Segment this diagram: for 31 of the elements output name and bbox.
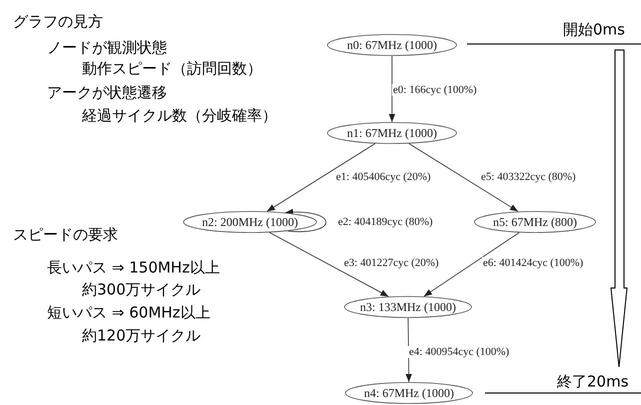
arrow xyxy=(408,143,518,212)
note-text: 短いパス ⇒ 60MHz以上 xyxy=(47,304,210,322)
state-ellipse: n2: 200MHz (1000) xyxy=(183,211,317,233)
note-text: 経過サイクル数（分岐確率） xyxy=(82,106,277,126)
edge-label: e4: 400954cyc (100%) xyxy=(408,346,510,358)
arrow xyxy=(388,56,396,122)
state-ellipse: n3: 133MHz (1000) xyxy=(344,296,472,318)
arrow xyxy=(284,209,326,232)
note-text: 約300万サイクル xyxy=(82,280,201,300)
state-ellipse: n4: 67MHz (1000) xyxy=(345,382,473,404)
note-text: 約120万サイクル xyxy=(82,326,201,346)
note-text: 長いパス ⇒ 150MHz以上 xyxy=(47,258,220,278)
note-text: 開始0ms xyxy=(563,20,625,40)
edge-label: e1: 405406cyc (20%) xyxy=(335,171,432,183)
arrow xyxy=(269,232,389,297)
note-text: 動作スピード（訪問回数） xyxy=(82,60,262,78)
state-ellipse: n1: 67MHz (1000) xyxy=(327,122,457,144)
note-text: アークが状態遷移 xyxy=(47,84,167,102)
note-text: ノードが観測状態 xyxy=(47,38,167,58)
edge-label: e6: 401424cyc (100%) xyxy=(482,257,584,269)
state-ellipse: n5: 67MHz (800) xyxy=(474,211,596,233)
edge-label: e5: 403322cyc (80%) xyxy=(480,171,577,183)
edge-label: e3: 401227cyc (20%) xyxy=(343,257,440,269)
note-text: 終了20ms xyxy=(557,372,629,392)
edge-label: e2: 404189cyc (80%) xyxy=(337,216,434,228)
note-text: スピードの要求 xyxy=(13,226,118,244)
note-text: グラフの見方 xyxy=(13,12,103,32)
arrow xyxy=(266,143,376,212)
edge-label: e0: 166cyc (100%) xyxy=(392,84,478,96)
state-ellipse: n0: 67MHz (1000) xyxy=(327,34,457,56)
arrow xyxy=(424,232,520,297)
